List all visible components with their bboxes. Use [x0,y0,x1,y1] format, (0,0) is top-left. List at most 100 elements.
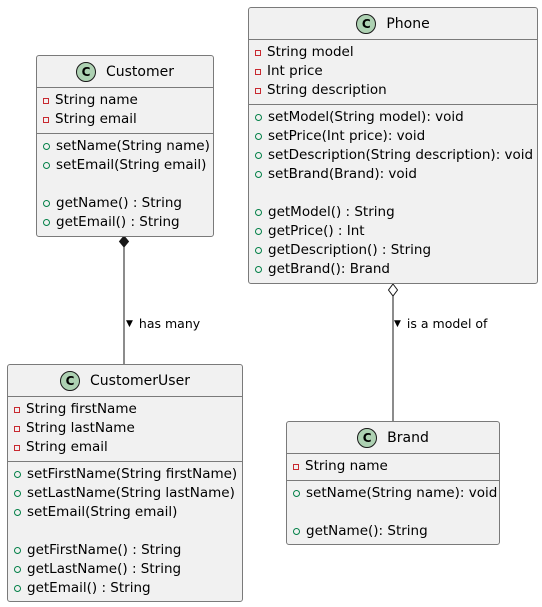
public-marker-icon [14,509,21,516]
method-row: getEmail() : String [8,579,242,598]
private-marker-icon [43,116,49,123]
public-marker-icon [255,133,262,140]
private-marker-icon [14,406,20,413]
attribute-text: String lastName [26,420,135,436]
class-phone[interactable]: C Phone String model Int price String de… [248,7,538,284]
method-text: getModel() : String [268,204,395,220]
method-section: setModel(String model): void setPrice(In… [249,105,537,283]
private-marker-icon [14,425,20,432]
method-row: getModel() : String [249,203,537,222]
method-section: setName(String name) setEmail(String ema… [37,134,213,236]
class-name: CustomerUser [90,372,190,389]
method-text: getDescription() : String [268,242,432,258]
attribute-text: String model [267,44,354,60]
method-row: setFirstName(String firstName) [8,465,242,484]
public-marker-icon [14,490,21,497]
direction-triangle-icon: ▼ [126,319,133,329]
class-header: C Phone [249,8,537,40]
method-text: setPrice(Int price): void [268,128,426,144]
class-header: C Customer [37,56,213,88]
method-text: getName() : String [56,195,182,211]
method-row: getName(): String [287,522,499,541]
method-row: getEmail() : String [37,213,213,232]
method-text: getName(): String [306,523,428,539]
method-row: getPrice() : Int [249,222,537,241]
attribute-section: String name String email [37,88,213,134]
direction-triangle-icon: ▼ [394,319,401,329]
attribute-text: String firstName [26,401,137,417]
class-name: Brand [387,429,429,446]
public-marker-icon [43,162,50,169]
public-marker-icon [255,266,262,273]
class-icon: C [75,61,96,82]
method-row: setModel(String model): void [249,108,537,127]
method-text: setName(String name) [56,138,210,154]
method-row: setName(String name): void [287,484,499,503]
method-text: setModel(String model): void [268,109,464,125]
method-row: setPrice(Int price): void [249,127,537,146]
method-text: getBrand(): Brand [268,261,390,277]
method-text: getEmail() : String [56,214,180,230]
method-row: getFirstName() : String [8,541,242,560]
private-marker-icon [255,49,261,56]
private-marker-icon [14,444,20,451]
method-text: setName(String name): void [306,485,498,501]
attribute-text: Int price [267,63,323,79]
public-marker-icon [255,171,262,178]
method-section: setFirstName(String firstName) setLastNa… [8,462,242,601]
class-customeruser[interactable]: C CustomerUser String firstName String l… [7,364,243,602]
method-text: setFirstName(String firstName) [27,466,238,482]
method-row: getLastName() : String [8,560,242,579]
aggregation-diamond [387,283,399,297]
public-marker-icon [255,228,262,235]
relation-text: is a model of [406,316,488,331]
public-marker-icon [255,152,262,159]
class-icon: C [356,13,377,34]
class-customer[interactable]: C Customer String name String email setN… [36,55,214,237]
method-text: getPrice() : Int [268,223,365,239]
method-row: setDescription(String description): void [249,146,537,165]
method-row: setEmail(String email) [37,156,213,175]
method-text: getLastName() : String [27,561,182,577]
public-marker-icon [43,143,50,150]
method-text: setDescription(String description): void [268,147,534,163]
public-marker-icon [14,566,21,573]
relation-text: has many [138,316,201,331]
public-marker-icon [43,219,50,226]
class-header: C CustomerUser [8,365,242,397]
method-text: setEmail(String email) [56,157,207,173]
private-marker-icon [255,68,261,75]
method-text: setEmail(String email) [27,504,178,520]
class-name: Phone [386,15,430,32]
attribute-row: String name [287,457,499,476]
method-text: setLastName(String lastName) [27,485,235,501]
attribute-section: String name [287,454,499,481]
class-icon: C [60,370,81,391]
method-row: setName(String name) [37,137,213,156]
attribute-row: String model [249,43,537,62]
attribute-row: String email [37,110,213,129]
private-marker-icon [255,87,261,94]
class-header: C Brand [287,422,499,454]
attribute-row: String email [8,438,242,457]
composition-diamond [118,235,130,248]
class-brand[interactable]: C Brand String name setName(String name)… [286,421,500,545]
attribute-row: String lastName [8,419,242,438]
method-row: getBrand(): Brand [249,260,537,279]
attribute-text: String name [55,92,138,108]
public-marker-icon [255,247,262,254]
method-row: setBrand(Brand): void [249,165,537,184]
public-marker-icon [255,114,262,121]
attribute-text: String email [55,111,137,127]
relation-label-is-a-model-of: ▼ is a model of [394,317,487,331]
public-marker-icon [43,200,50,207]
public-marker-icon [14,471,21,478]
public-marker-icon [14,547,21,554]
method-row: setEmail(String email) [8,503,242,522]
public-marker-icon [255,209,262,216]
attribute-row: Int price [249,62,537,81]
attribute-row: String description [249,81,537,100]
method-row: getName() : String [37,194,213,213]
public-marker-icon [293,490,300,497]
